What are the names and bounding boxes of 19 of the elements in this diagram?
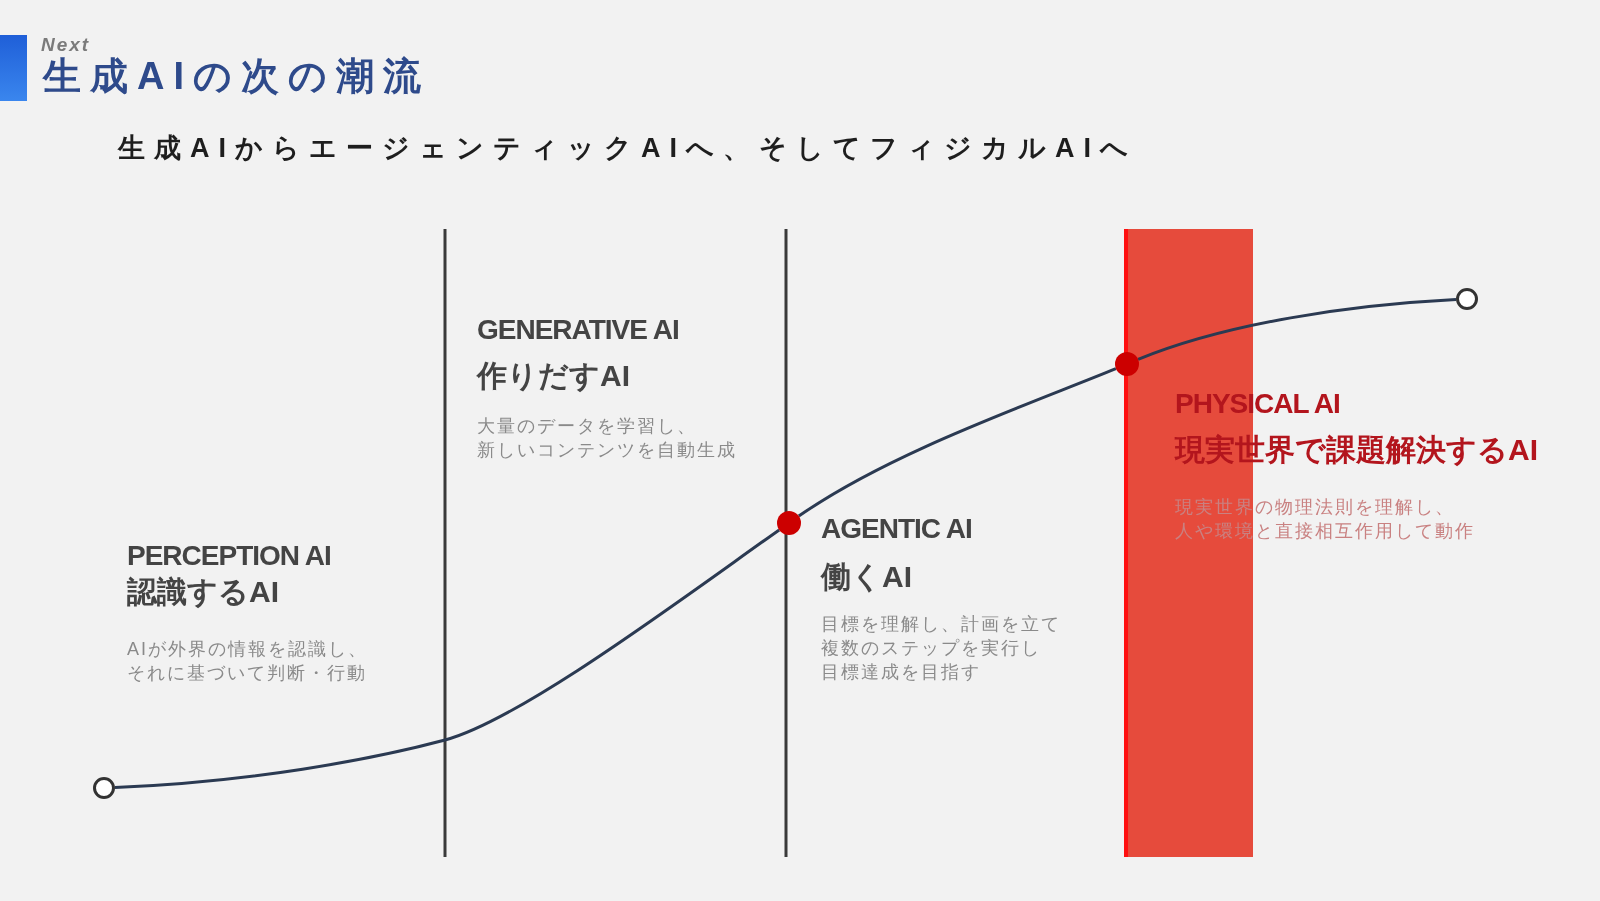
eyebrow-label: Next <box>41 35 91 54</box>
curve-line <box>797 367 1117 518</box>
phase-heading: 認識するAI <box>127 577 279 607</box>
phase-description: 目標を理解し、計画を立て複数のステップを実行し目標達成を目指す <box>821 613 1062 684</box>
milestone-dot <box>777 511 801 535</box>
phase-name: PERCEPTION AI <box>127 542 331 570</box>
curve-line <box>1137 298 1457 361</box>
phase-name: AGENTIC AI <box>821 515 972 543</box>
phase-heading: 作りだすAI <box>477 361 630 391</box>
page-title: 生成AIの次の潮流 <box>43 57 430 95</box>
phase-description: AIが外界の情報を認識し、それに基づいて判断・行動 <box>127 638 369 685</box>
phase-name: GENERATIVE AI <box>477 316 679 344</box>
phase-heading: 働くAI <box>821 562 912 592</box>
curve-line <box>114 528 781 789</box>
milestone-dot <box>1115 352 1139 376</box>
phase-description: 大量のデータを学習し、新しいコンテンツを自動生成 <box>477 415 738 462</box>
endpoint-circle <box>93 777 115 799</box>
subtitle: 生成AIからエージェンティックAIへ、そしてフィジカルAIへ <box>118 135 1137 162</box>
endpoint-circle <box>1456 288 1478 310</box>
